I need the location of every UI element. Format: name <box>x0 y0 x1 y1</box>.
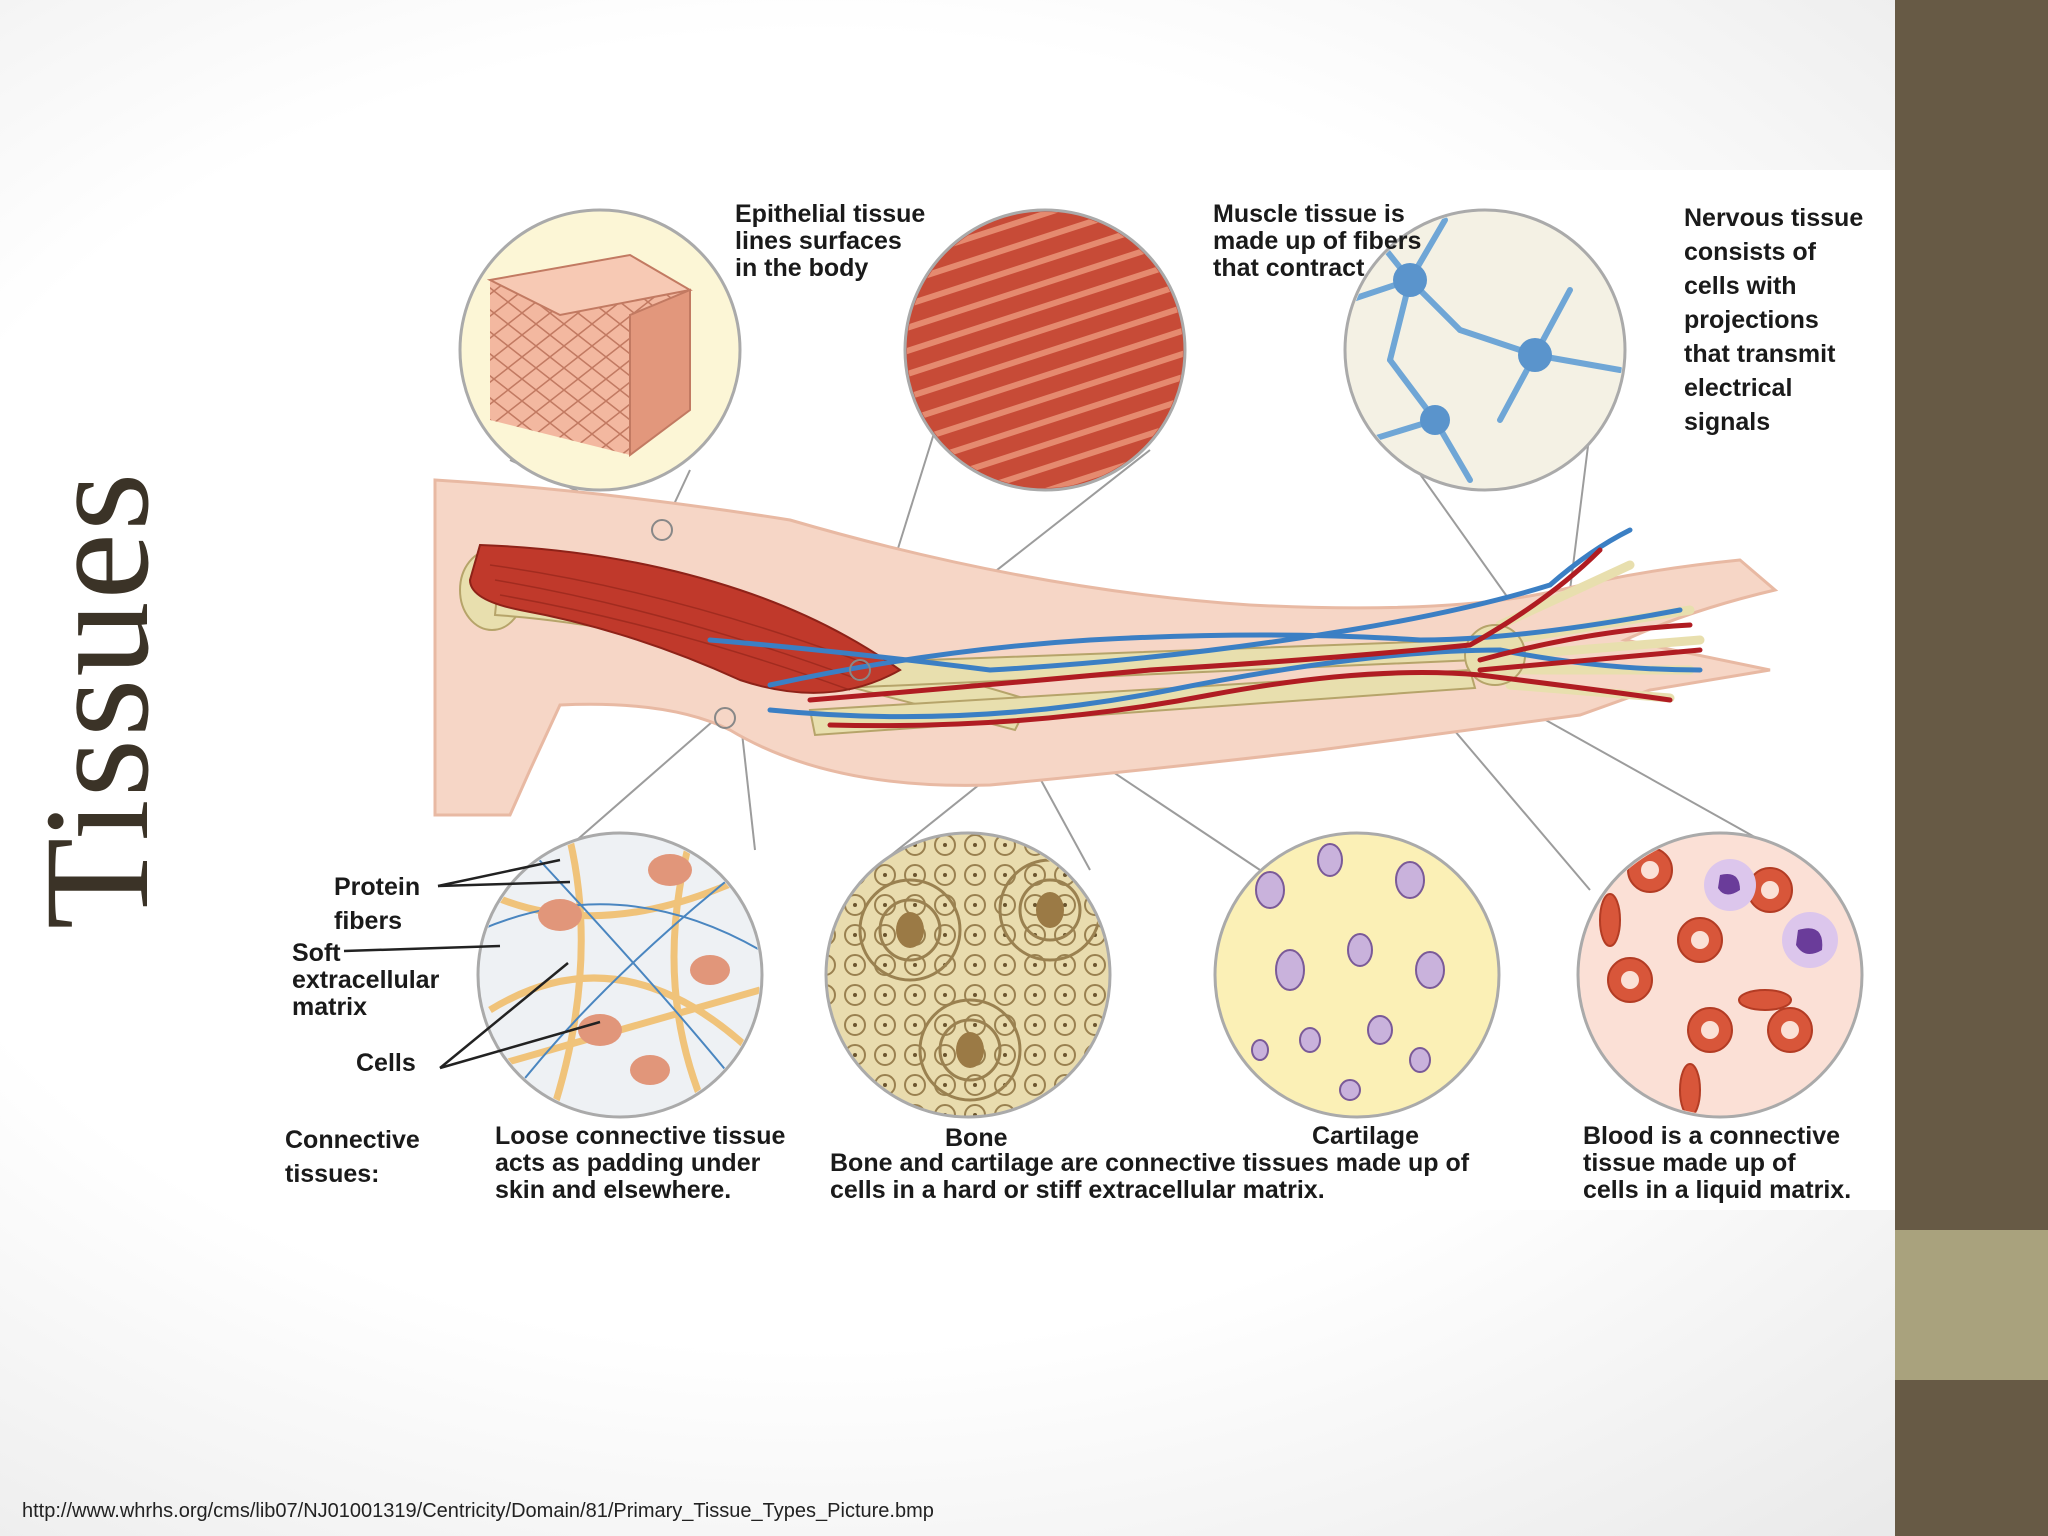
loose-connective-circle <box>343 831 764 1119</box>
nervous-caption: Nervous tissue consists of cells with pr… <box>1684 204 1864 436</box>
tissue-diagram: Epithelial tissue lines surfaces in the … <box>270 170 1895 1210</box>
protein-fibers-label: Protein fibers <box>334 873 421 935</box>
slide-title: Tissues <box>0 0 195 1536</box>
blood-caption: Blood is a connective tissue made up of … <box>1583 1122 1852 1204</box>
sidebar-accent <box>1895 1230 2048 1380</box>
bone-cartilage-caption: Bone and cartilage are connective tissue… <box>830 1149 1470 1204</box>
cells-label: Cells <box>356 1049 416 1077</box>
slide-title-text: Tissues <box>14 470 180 930</box>
arm-illustration <box>433 478 1779 817</box>
connective-heading: Connective tissues: <box>285 1126 420 1188</box>
nervous-tissue-circle <box>1343 208 1627 492</box>
muscle-caption: Muscle tissue is made up of fibers that … <box>1213 200 1422 282</box>
epithelial-tissue-circle <box>458 208 742 492</box>
cartilage-circle <box>1213 831 1501 1119</box>
source-url: http://www.whrhs.org/cms/lib07/NJ0100131… <box>22 1500 934 1522</box>
soft-matrix-label: Soft extracellular matrix <box>292 939 440 1021</box>
tissue-illustration <box>343 208 1864 1119</box>
muscle-tissue-circle <box>903 208 1187 492</box>
loose-connective-caption: Loose connective tissue acts as padding … <box>495 1122 786 1204</box>
bone-label: Bone <box>945 1124 1008 1152</box>
bone-circle <box>824 831 1112 1119</box>
blood-circle <box>1576 831 1864 1119</box>
cartilage-label: Cartilage <box>1312 1122 1419 1150</box>
epithelial-caption: Epithelial tissue lines surfaces in the … <box>735 200 926 282</box>
